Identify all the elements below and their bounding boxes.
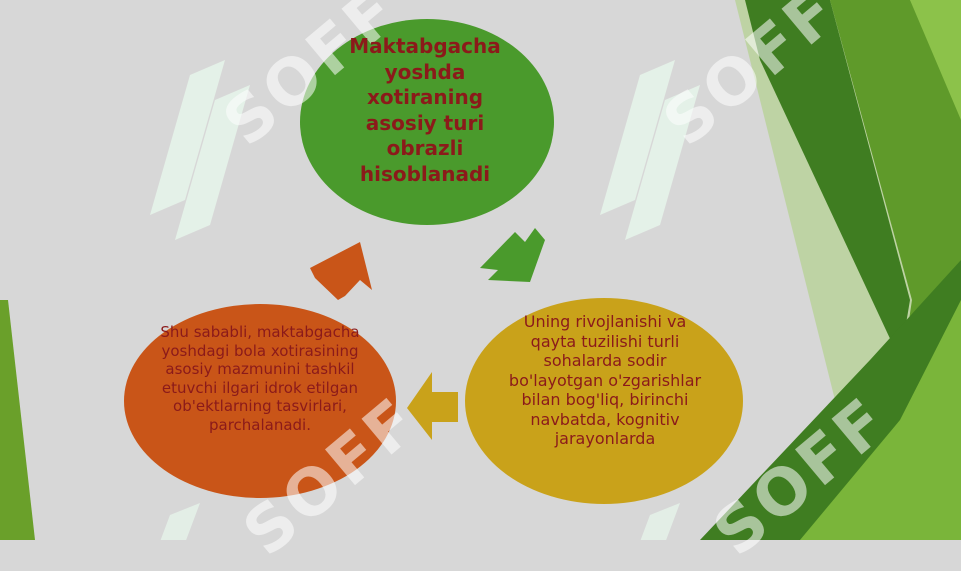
bottom-accent-light: [800, 300, 961, 540]
logo-icon-right: [600, 60, 700, 240]
left-accent-shape: [0, 300, 35, 540]
node-right-circle: [465, 298, 743, 504]
node-right-text: Uning rivojlanishi va qayta tuzilishi tu…: [508, 312, 702, 448]
corner-accent: [910, 0, 961, 120]
right-accent-dark: [745, 0, 910, 360]
arrow-top-to-right: [480, 228, 545, 282]
arrow-right-to-left: [407, 372, 458, 440]
logo-icon-bottom: [160, 503, 680, 540]
logo-icon: [150, 60, 250, 240]
node-top-text: Maktabgacha yoshda xotiraning asosiy tur…: [349, 34, 501, 186]
node-top-circle: [300, 19, 554, 225]
arrow-left-to-top: [310, 242, 372, 300]
slide-background: [0, 0, 961, 540]
node-left-text: Shu sababli, maktabgacha yoshdagi bola x…: [160, 323, 360, 434]
node-left-circle: [124, 304, 396, 498]
